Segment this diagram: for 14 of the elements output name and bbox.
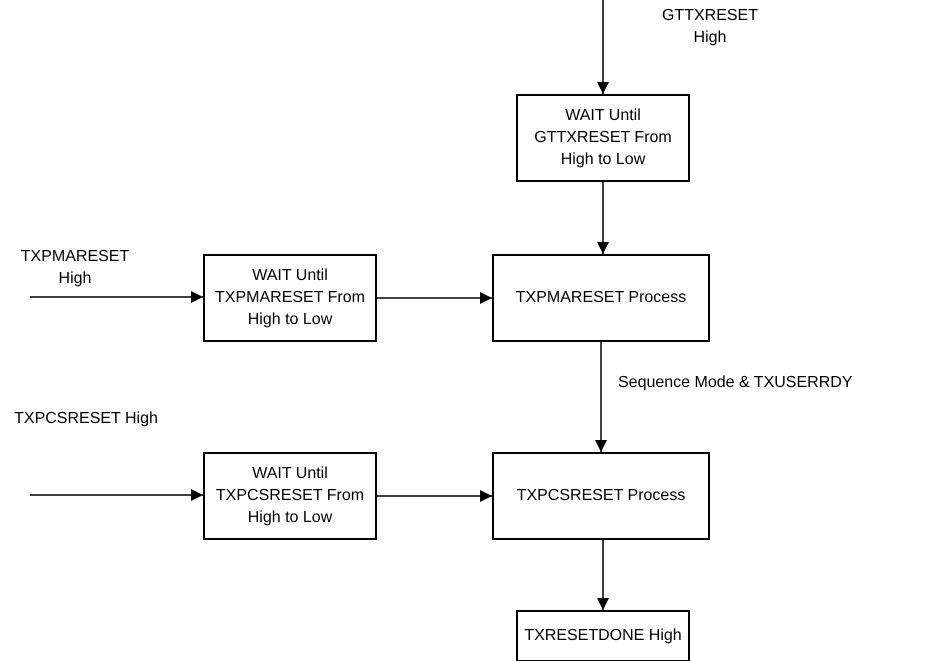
- arrow: [377, 490, 492, 502]
- arrow: [597, 182, 609, 254]
- process-box: WAIT Until GTTXRESET From High to Low: [516, 94, 690, 182]
- process-box: TXPMARESET Process: [492, 254, 710, 342]
- process-box: WAIT Until TXPMARESET From High to Low: [203, 254, 377, 342]
- arrow: [597, 540, 609, 610]
- process-box: TXRESETDONE High: [516, 610, 690, 661]
- arrow: [377, 292, 492, 304]
- process-box: WAIT Until TXPCSRESET From High to Low: [203, 452, 377, 540]
- process-box: TXPCSRESET Process: [492, 452, 710, 540]
- arrow: [30, 291, 203, 303]
- arrow: [30, 489, 203, 501]
- arrow: [595, 342, 607, 452]
- arrow: [597, 0, 609, 94]
